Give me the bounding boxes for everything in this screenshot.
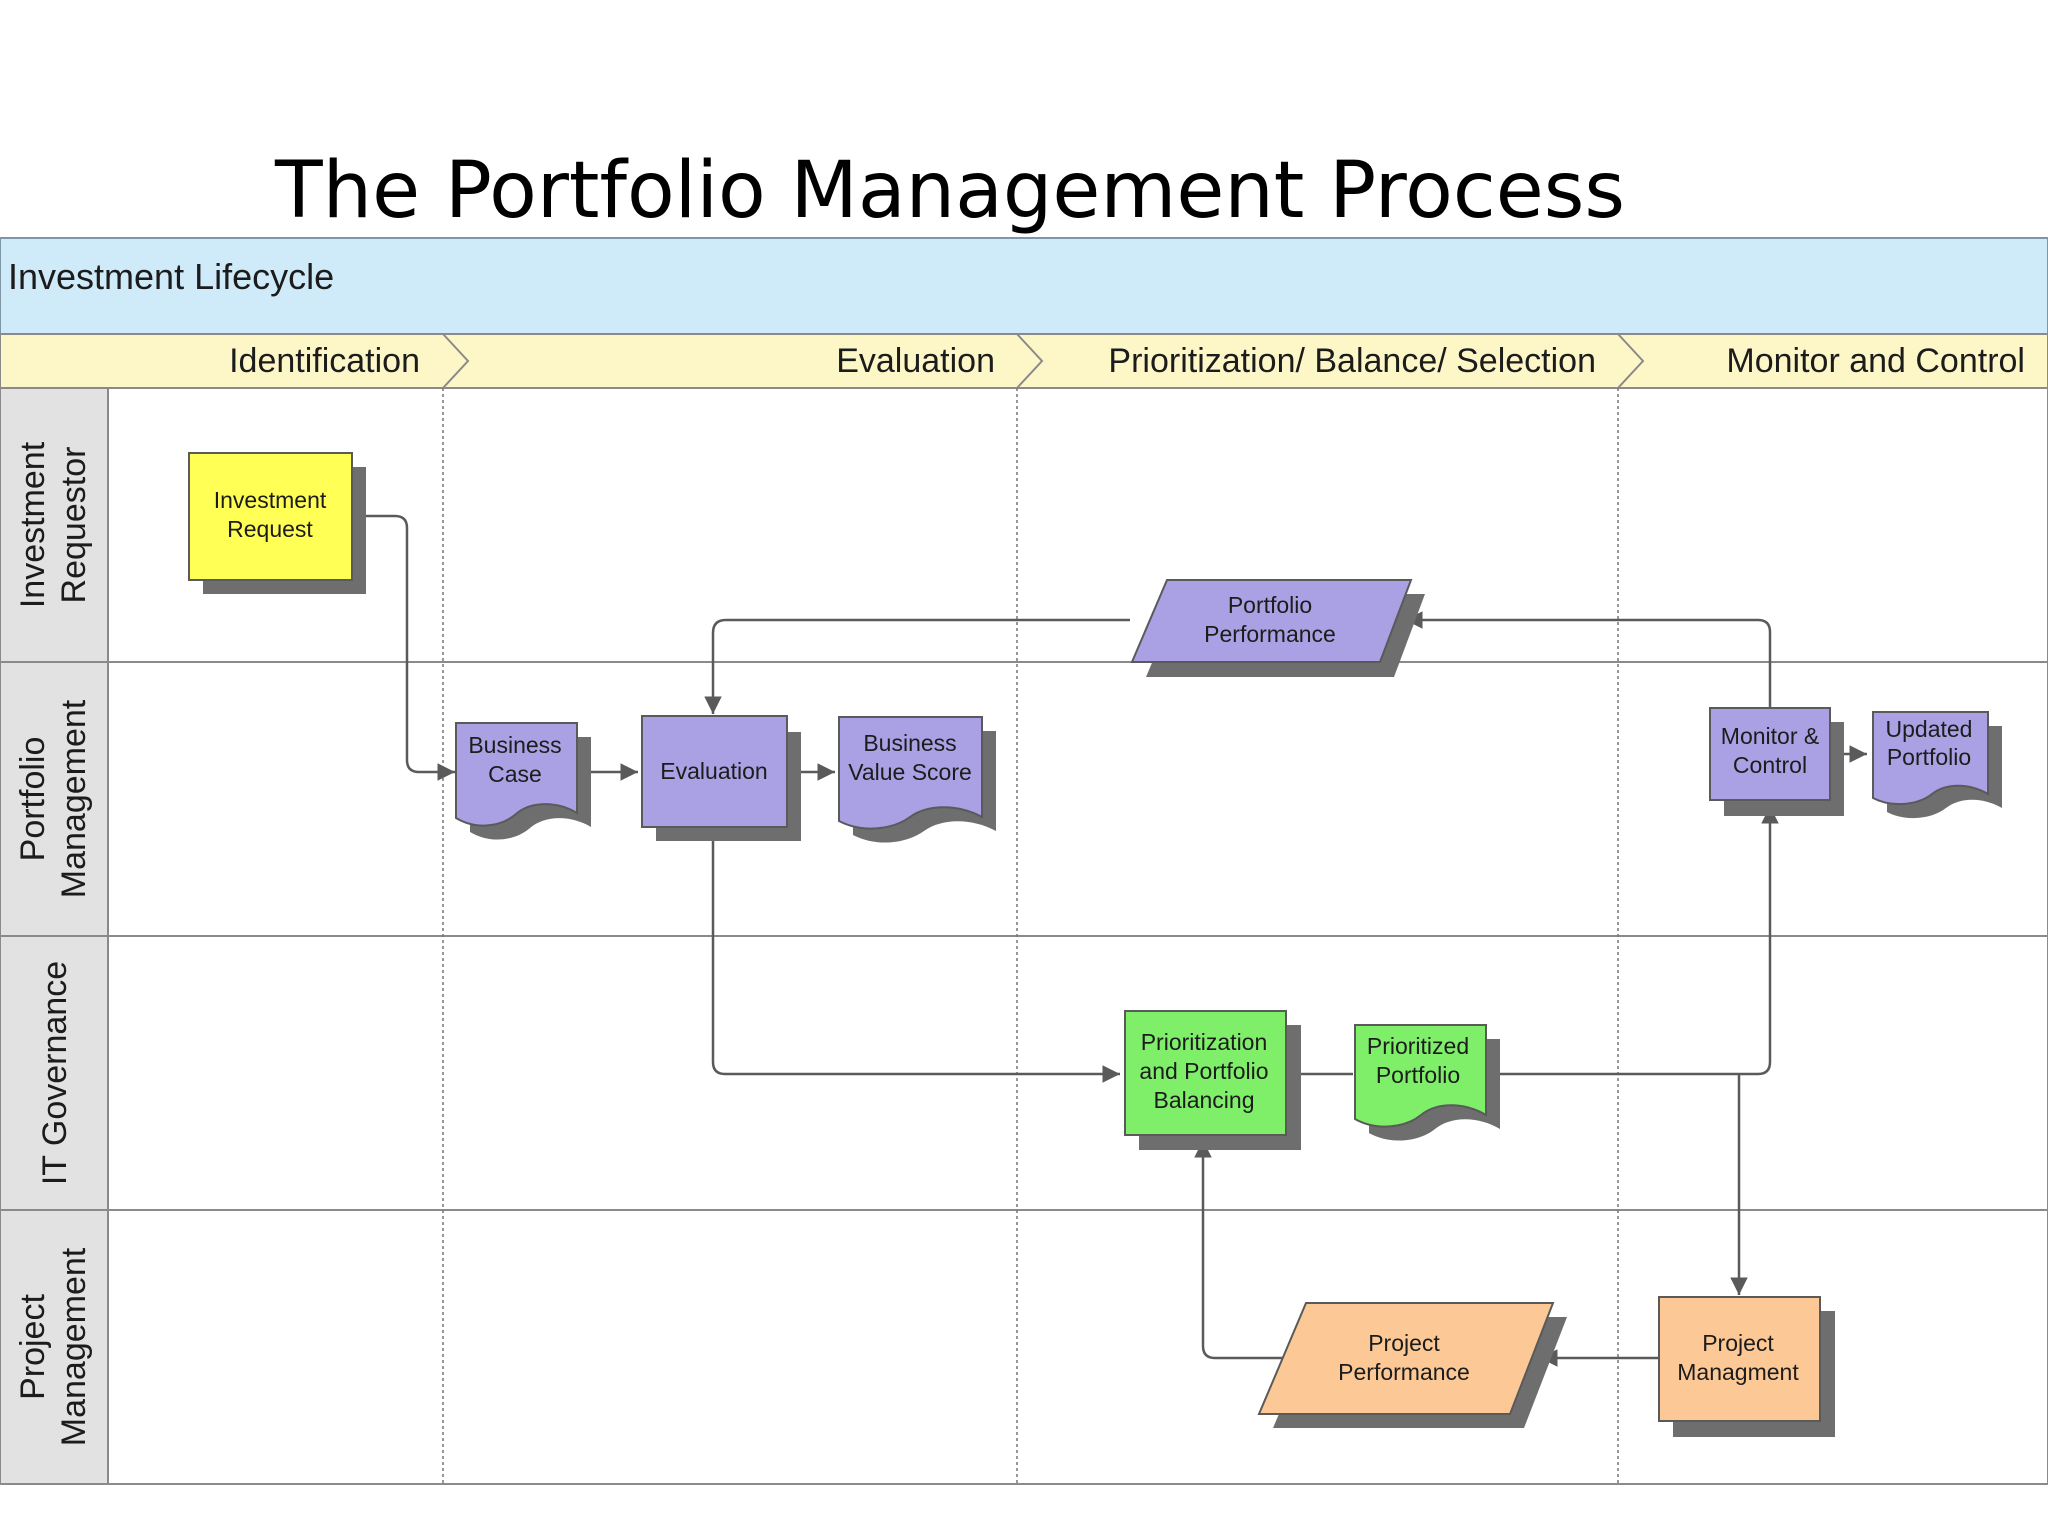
- node-label-line: Balancing: [1153, 1087, 1254, 1113]
- lane-label-line: Investment: [14, 441, 52, 608]
- node-monitor-control: Monitor & Control: [1709, 707, 1844, 816]
- lane-label-investment-requestor: Investment Requestor: [14, 441, 93, 608]
- connector-prioritized-to-monitor: [1487, 806, 1779, 1076]
- connector-request-to-business-case: [353, 514, 455, 781]
- node-label-line: Prioritization: [1141, 1029, 1268, 1055]
- lane-label-line: IT Governance: [36, 961, 74, 1185]
- connector-evaluation-to-prioritization: [711, 827, 1120, 1083]
- node-label-line: Business: [863, 730, 956, 756]
- node-label-line: Prioritized: [1367, 1033, 1469, 1059]
- node-label-line: Monitor &: [1721, 723, 1819, 749]
- node-label-line: Request: [227, 516, 313, 542]
- phase-evaluation: Evaluation: [836, 342, 995, 380]
- phase-chevron: [1016, 333, 1044, 389]
- node-prioritization-balancing: Prioritization and Portfolio Balancing: [1124, 1010, 1301, 1150]
- phase-chevron: [1617, 333, 1645, 389]
- node-label-line: Control: [1733, 752, 1807, 778]
- lane-label-line: Project: [14, 1294, 52, 1400]
- connector-monitor-to-portfolio-performance: [1405, 611, 1772, 708]
- node-label-line: Managment: [1677, 1359, 1799, 1385]
- lane-label-project-management: Project Management: [14, 1247, 93, 1446]
- lane-label-line: Portfolio: [14, 737, 52, 862]
- node-label-line: Performance: [1338, 1359, 1470, 1385]
- phase-identification: Identification: [229, 342, 420, 380]
- connector-project-performance-to-prioritization: [1194, 1140, 1298, 1360]
- connector-portfolio-performance-to-evaluation: [704, 618, 1130, 714]
- node-label-line: and Portfolio: [1139, 1058, 1268, 1084]
- phase-chevron: [442, 333, 470, 389]
- node-project-performance: Project Performance: [1257, 1302, 1567, 1428]
- lane-label-line: Management: [55, 699, 93, 898]
- node-portfolio-performance: Portfolio Performance: [1130, 579, 1425, 677]
- node-business-value-score: Business Value Score: [838, 716, 996, 843]
- lane-label-portfolio-management: Portfolio Management: [14, 699, 93, 898]
- node-updated-portfolio: Updated Portfolio: [1872, 711, 2002, 819]
- lane-label-line: Management: [55, 1247, 93, 1446]
- node-evaluation: Evaluation: [641, 715, 801, 841]
- node-label-line: Investment: [214, 487, 327, 513]
- node-prioritized-portfolio: Prioritized Portfolio: [1354, 1024, 1500, 1141]
- node-label-line: Business: [468, 732, 561, 758]
- node-label-line: Updated: [1886, 716, 1973, 742]
- lifecycle-header-label: Investment Lifecycle: [8, 256, 334, 297]
- page-title: The Portfolio Management Process: [274, 146, 1625, 236]
- node-label-line: Evaluation: [660, 758, 767, 784]
- node-label-line: Portfolio: [1887, 744, 1971, 770]
- node-label-line: Performance: [1204, 621, 1336, 647]
- node-investment-request: Investment Request: [188, 452, 366, 594]
- node-label-line: Project: [1368, 1330, 1440, 1356]
- node-label-line: Case: [488, 761, 542, 787]
- node-label-line: Portfolio: [1228, 592, 1312, 618]
- node-business-case: Business Case: [455, 722, 591, 840]
- lane-label-line: Requestor: [55, 447, 93, 604]
- node-label-line: Project: [1702, 1330, 1774, 1356]
- lane-label-it-governance: IT Governance: [36, 961, 74, 1185]
- phase-prioritization: Prioritization/ Balance/ Selection: [1108, 342, 1596, 380]
- phase-monitor-control: Monitor and Control: [1726, 342, 2025, 380]
- node-label-line: Portfolio: [1376, 1062, 1460, 1088]
- node-project-managment: Project Managment: [1658, 1296, 1835, 1437]
- node-label-line: Value Score: [848, 759, 972, 785]
- lifecycle-header: [0, 237, 2048, 335]
